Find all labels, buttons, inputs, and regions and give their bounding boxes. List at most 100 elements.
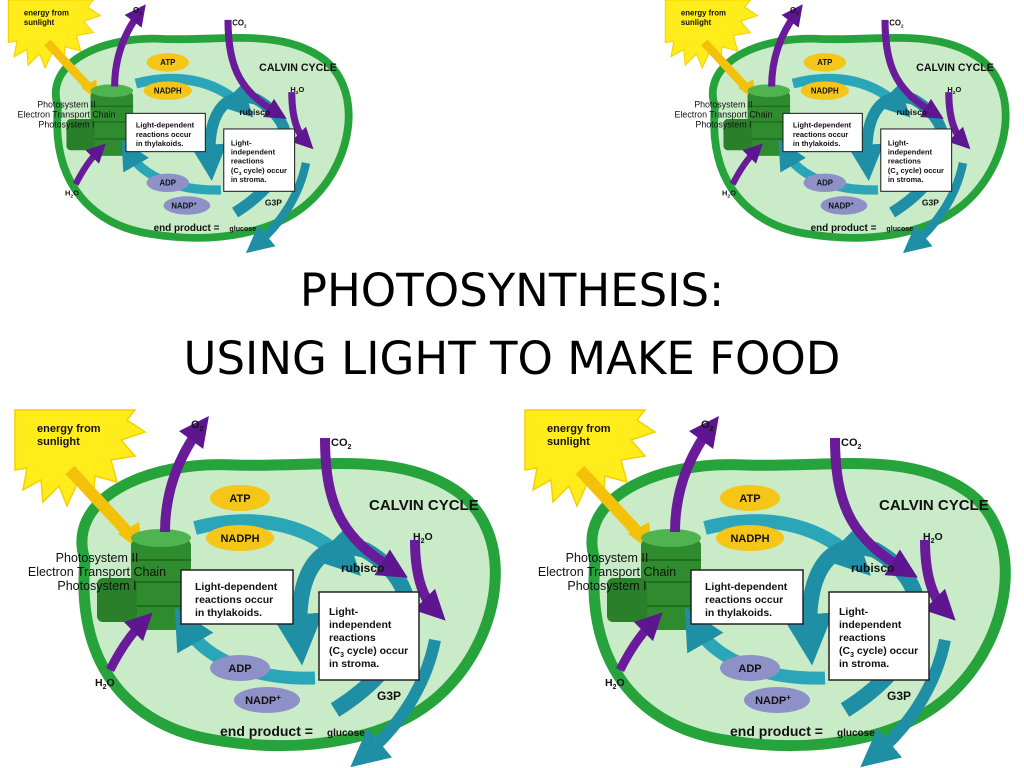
rubisco-label: rubisco (239, 107, 270, 117)
title-line-2: USING LIGHT TO MAKE FOOD (183, 332, 841, 385)
photosynthesis-diagram-svg: ATP NADPH ADP NADP+ Light-dependent reac… (7, 0, 353, 254)
svg-text:sunlight: sunlight (24, 18, 55, 27)
h2o-bottom-arrow (72, 143, 106, 186)
photosynthesis-diagram-svg: ATP NADPH ADP NADP+ Light-dependent reac… (524, 409, 1011, 768)
nadph-label: NADPH (730, 533, 769, 545)
etc-label: Electron Transport Chain (675, 110, 773, 120)
adp-label: ADP (738, 663, 761, 675)
svg-text:Light-dependent: Light-dependent (195, 581, 278, 593)
glucose-output-arrow (245, 162, 311, 254)
svg-text:in stroma.: in stroma. (231, 175, 267, 184)
h2o-bottom-arrow (105, 612, 153, 673)
h2o-bottom-arrow (729, 143, 763, 186)
o2-arrow (111, 4, 146, 87)
nadph-badge (206, 525, 274, 551)
adp-badge (146, 173, 190, 193)
nadph-label: NADPH (220, 533, 259, 545)
nadp-label: NADP+ (171, 201, 197, 210)
nadp-badge (163, 196, 211, 215)
adp-label: ADP (817, 179, 833, 188)
svg-text:(C3 cycle) occur: (C3 cycle) occur (888, 166, 944, 177)
adp-badge (803, 173, 847, 193)
svg-text:sunlight: sunlight (547, 436, 590, 448)
light-dependent-box (690, 569, 804, 625)
svg-text:in stroma.: in stroma. (888, 175, 924, 184)
h2o-top-arrow (920, 539, 956, 621)
light-independent-box (880, 128, 953, 192)
diagram-bottom-right: ATP NADPH ADP NADP+ Light-dependent reac… (524, 409, 1024, 768)
end-product-label: end product = (154, 223, 220, 234)
svg-text:reactions occur: reactions occur (793, 130, 848, 139)
end-product-label: end product = (220, 723, 313, 739)
svg-text:reactions: reactions (329, 632, 376, 644)
o2-label: O2 (701, 419, 714, 433)
diagram-bottom-left: ATP NADPH ADP NADP+ Light-dependent reac… (14, 409, 515, 768)
etc-label: Electron Transport Chain (18, 110, 116, 120)
svg-text:reactions: reactions (888, 157, 921, 166)
atp-badge (803, 53, 847, 72)
sunlight-arrow (44, 39, 96, 94)
svg-text:(C3 cycle) occur: (C3 cycle) occur (231, 166, 287, 177)
svg-text:(C3 cycle) occur: (C3 cycle) occur (839, 645, 918, 659)
sunlight-arrow (575, 465, 648, 543)
nadph-badge (716, 525, 784, 551)
svg-text:in thylakoids.: in thylakoids. (136, 139, 184, 148)
svg-text:Light-dependent: Light-dependent (705, 581, 788, 593)
svg-text:Light-: Light- (839, 606, 869, 618)
adp-badge (720, 655, 780, 681)
photosynthesis-diagram-svg: ATP NADPH ADP NADP+ Light-dependent reac… (14, 409, 501, 768)
atp-label: ATP (739, 493, 760, 505)
atp-label: ATP (160, 58, 175, 67)
o2-arrow (670, 415, 719, 533)
title-line-1: PHOTOSYNTHESIS: (299, 264, 725, 317)
atp-label: ATP (817, 58, 832, 67)
glucose-label: glucose (229, 225, 256, 233)
etc-label: Electron Transport Chain (28, 565, 166, 579)
h2o-top-arrow (410, 539, 446, 621)
svg-text:Light-dependent: Light-dependent (793, 121, 852, 130)
svg-text:Light-: Light- (329, 606, 359, 618)
photosystem-i-label: Photosystem I (695, 120, 751, 130)
light-independent-box (223, 128, 296, 192)
h2o-top-label: H2O (947, 85, 961, 96)
photosystem-ii-label: Photosystem II (694, 100, 753, 110)
svg-text:Light-: Light- (231, 138, 252, 147)
svg-text:independent: independent (839, 619, 902, 631)
o2-label: O2 (790, 6, 799, 17)
co2-arrow (224, 19, 287, 119)
svg-text:in thylakoids.: in thylakoids. (195, 607, 262, 619)
light-independent-box (318, 591, 420, 681)
svg-text:in stroma.: in stroma. (329, 658, 379, 670)
energy-label: energy from (681, 9, 726, 18)
h2o-top-arrow (288, 92, 314, 150)
nadp-label: NADP+ (755, 693, 791, 707)
svg-text:in thylakoids.: in thylakoids. (705, 607, 772, 619)
end-product-label: end product = (811, 223, 877, 234)
co2-arrow (830, 437, 918, 578)
energy-label: energy from (547, 423, 611, 435)
co2-arrow (881, 19, 944, 119)
svg-text:sunlight: sunlight (37, 436, 80, 448)
co2-arrow (320, 437, 408, 578)
g3p-label: G3P (922, 197, 939, 207)
light-dependent-box (180, 569, 294, 625)
g3p-label: G3P (887, 689, 911, 703)
svg-text:in thylakoids.: in thylakoids. (793, 139, 841, 148)
atp-badge (720, 485, 780, 511)
end-product-label: end product = (730, 723, 823, 739)
diagram-top-right: ATP NADPH ADP NADP+ Light-dependent reac… (664, 0, 1020, 254)
o2-label: O2 (191, 419, 204, 433)
svg-text:reactions occur: reactions occur (136, 130, 191, 139)
glucose-label: glucose (837, 728, 875, 739)
svg-text:reactions occur: reactions occur (705, 594, 783, 606)
nadp-badge (234, 687, 300, 713)
h2o-top-arrow (945, 92, 971, 150)
o2-arrow (160, 415, 209, 533)
nadp-label: NADP+ (828, 201, 854, 210)
photosystem-ii-label: Photosystem II (37, 100, 95, 110)
rubisco-label: rubisco (341, 561, 384, 575)
photosystem-i-label: Photosystem I (567, 579, 646, 593)
etc-label: Electron Transport Chain (538, 565, 676, 579)
glucose-output-arrow (350, 638, 441, 768)
calvin-cycle-label: CALVIN CYCLE (369, 497, 479, 514)
